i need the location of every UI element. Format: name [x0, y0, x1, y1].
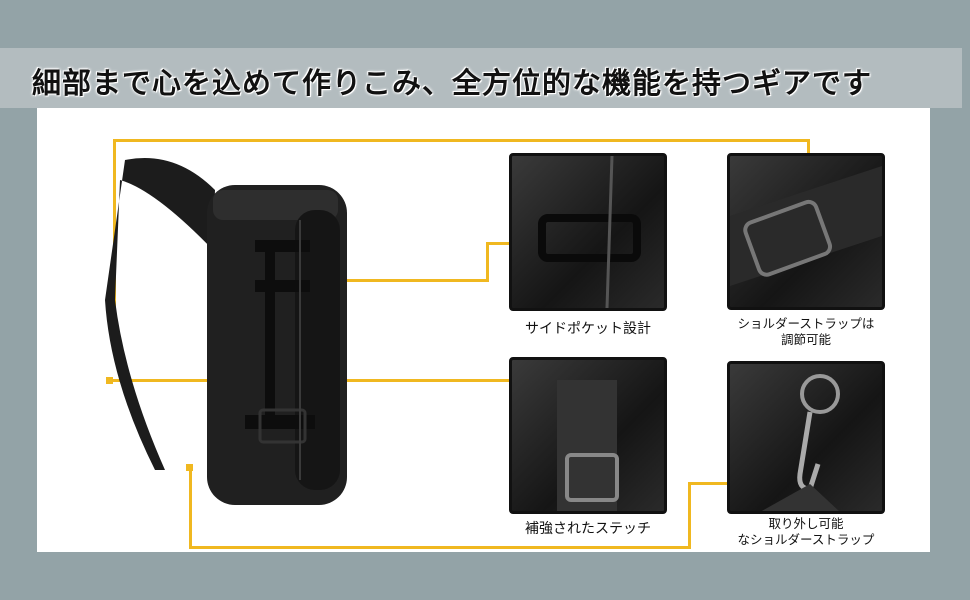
connector-line	[486, 242, 510, 245]
title-banner: 細部まで心を込めて作りこみ、全方位的な機能を持つギアです	[0, 48, 962, 108]
connector-dot	[186, 464, 193, 471]
page-title: 細部まで心を込めて作りこみ、全方位的な機能を持つギアです	[32, 66, 873, 100]
connector-line	[688, 482, 691, 549]
connector-line	[807, 139, 810, 154]
caption-adjustable-strap: ショルダーストラップは 調節可能	[712, 316, 900, 348]
caption-side-pocket: サイドポケット設計	[525, 321, 651, 337]
photo-reinforced-stitch	[509, 357, 667, 514]
photo-detachable-strap	[727, 361, 885, 514]
caption-line: なショルダーストラップ	[737, 532, 875, 547]
photo-side-pocket	[509, 153, 667, 311]
caption-reinforced-stitch: 補強されたステッチ	[525, 521, 651, 537]
caption-line: ショルダーストラップは	[737, 316, 875, 331]
connector-line	[312, 279, 489, 282]
connector-line	[113, 139, 116, 311]
backpack-image	[105, 158, 347, 505]
connector-line	[189, 468, 192, 549]
connector-line	[688, 482, 728, 485]
caption-detachable-strap: 取り外し可能 なショルダーストラップ	[712, 516, 900, 548]
caption-line: 取り外し可能	[768, 516, 844, 531]
connector-line	[189, 546, 691, 549]
connector-dot	[106, 377, 113, 384]
connector-line	[113, 139, 810, 142]
connector-line	[486, 242, 489, 282]
caption-line: 調節可能	[780, 332, 831, 347]
photo-adjustable-strap	[727, 153, 885, 310]
